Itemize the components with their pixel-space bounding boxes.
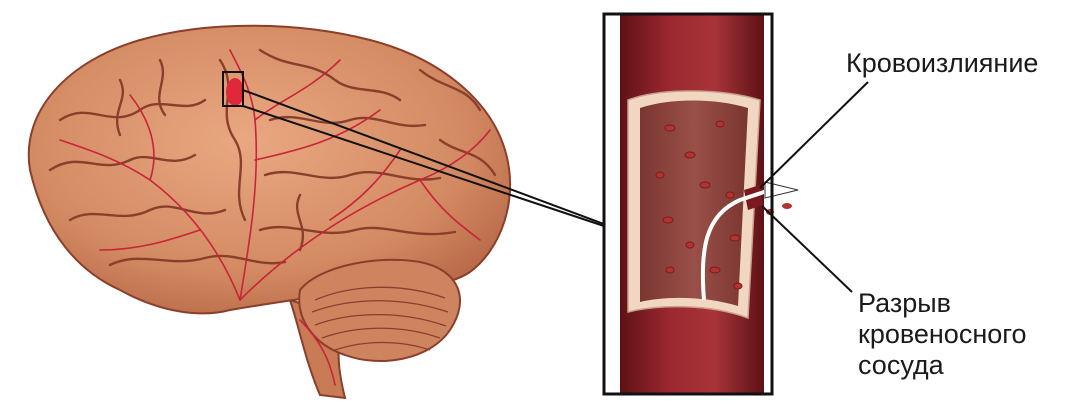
escaped-blood-cell xyxy=(782,203,792,209)
label-rupture-line-1: Разрыв xyxy=(858,288,1027,319)
blood-vessel-illustration xyxy=(604,14,798,394)
label-vessel-rupture: Разрыв кровеносного сосуда xyxy=(858,288,1027,381)
label-rupture-line-2: кровеносного xyxy=(858,319,1027,350)
brain-illustration xyxy=(29,26,510,398)
label-hemorrhage: Кровоизлияние xyxy=(846,48,1038,79)
label-rupture-line-3: сосуда xyxy=(858,350,1027,381)
brain-hemorrhage-spot xyxy=(226,78,244,106)
